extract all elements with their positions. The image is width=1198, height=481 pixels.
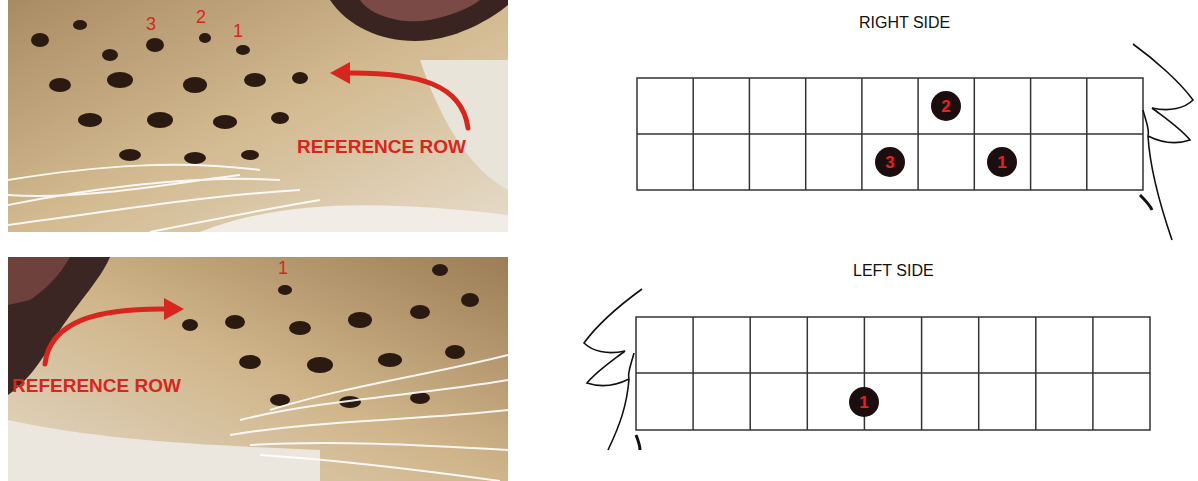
spot-number: 2 xyxy=(941,98,950,115)
muzzle-photo xyxy=(8,257,508,481)
spot-marker: 1 xyxy=(987,147,1017,177)
spot-grid xyxy=(636,317,1150,430)
reference-label: REFERENCE ROW xyxy=(12,376,181,397)
muzzle-profile xyxy=(1133,44,1193,240)
arrow-head xyxy=(330,62,350,84)
spot-number: 3 xyxy=(885,154,894,171)
callout-number: 3 xyxy=(146,15,156,35)
spot-number: 1 xyxy=(859,394,868,411)
callout-number: 2 xyxy=(196,8,206,28)
spot-marker: 3 xyxy=(875,147,905,177)
callout-number: 1 xyxy=(233,22,243,42)
muzzle-profile xyxy=(584,289,642,450)
spot-marker: 1 xyxy=(849,387,879,417)
spot-marker: 2 xyxy=(931,91,961,121)
reference-label: REFERENCE ROW xyxy=(297,137,466,158)
spot-number: 1 xyxy=(997,154,1006,171)
reference-arrow xyxy=(45,73,468,364)
side-heading: RIGHT SIDE xyxy=(859,14,950,32)
arrow-head xyxy=(164,298,184,320)
side-heading: LEFT SIDE xyxy=(853,262,934,280)
muzzle-photo xyxy=(8,0,508,232)
callout-number: 1 xyxy=(278,259,288,279)
spot-grid xyxy=(637,78,1143,190)
